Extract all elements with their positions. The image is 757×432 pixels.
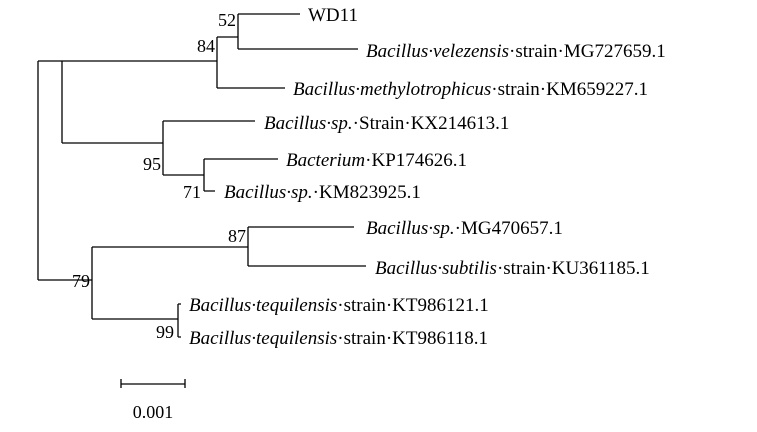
taxon-accession: ·KM823925.1: [313, 182, 421, 203]
taxon-accession: WD11: [308, 5, 358, 26]
taxon-label: Bacillus·methylotrophicus·strain·KM65922…: [293, 79, 648, 100]
taxon-label: Bacillus·sp.·KM823925.1: [224, 182, 421, 203]
scale-bar-label: 0.001: [133, 402, 174, 422]
taxon-name-italic: Bacillus·sp.: [224, 182, 313, 203]
bootstrap-99: 99: [156, 322, 174, 342]
branch-lower-clade: [91, 246, 248, 320]
taxon-accession: ·strain·MG727659.1: [509, 41, 666, 62]
taxon-label: Bacterium·KP174626.1: [286, 150, 467, 171]
taxon-accession: ·strain·KM659227.1: [491, 79, 648, 100]
taxon-accession: ·strain·KT986121.1: [337, 295, 488, 316]
scale-bar-line: [120, 379, 186, 388]
taxon-label: Bacillus·sp.·MG470657.1: [366, 218, 563, 239]
scale-bar: 0.001: [120, 379, 186, 422]
branch-node-71: [203, 158, 278, 192]
taxon-label: Bacillus·subtilis·strain·KU361185.1: [375, 258, 650, 279]
taxon-name-italic: Bacillus·tequilensis: [189, 328, 337, 349]
taxon-name-italic: Bacillus·tequilensis: [189, 295, 337, 316]
tree-branches: [37, 13, 366, 338]
taxon-name-italic: Bacillus·subtilis: [375, 258, 497, 279]
taxon-accession: ·Strain·KX214613.1: [353, 113, 510, 134]
taxon-label: Bacillus·tequilensis·strain·KT986121.1: [189, 295, 489, 316]
taxon-accession: ·MG470657.1: [455, 218, 563, 239]
bootstrap-values: 52 84 95 71 87 79 99: [72, 10, 246, 342]
taxon-name-italic: Bacillus·velezensis: [366, 41, 509, 62]
taxon-name-italic: Bacillus·sp.: [366, 218, 455, 239]
branch-node-95: [162, 120, 255, 176]
taxon-labels: WD11 Bacillus·velezensis·strain·MG727659…: [189, 5, 666, 349]
taxon-label: Bacillus·tequilensis·strain·KT986118.1: [189, 328, 488, 349]
taxon-accession: ·KP174626.1: [365, 150, 467, 171]
branch-node-84: [216, 36, 285, 89]
branch-node-52: [237, 13, 358, 50]
branch-node-99: [177, 303, 181, 338]
taxon-label: WD11: [308, 5, 358, 26]
bootstrap-52: 52: [218, 10, 236, 30]
taxon-name-italic: Bacillus·methylotrophicus: [293, 79, 491, 100]
bootstrap-95: 95: [143, 154, 161, 174]
branch-node-87: [247, 226, 366, 267]
bootstrap-87: 87: [228, 226, 246, 246]
taxon-accession: ·strain·KU361185.1: [497, 258, 650, 279]
taxon-label: Bacillus·velezensis·strain·MG727659.1: [366, 41, 666, 62]
taxon-name-italic: Bacterium: [286, 150, 365, 171]
taxon-label: Bacillus·sp.·Strain·KX214613.1: [264, 113, 509, 134]
bootstrap-71: 71: [183, 182, 201, 202]
bootstrap-84: 84: [197, 36, 215, 56]
branch-upper-clade: [61, 60, 217, 144]
bootstrap-79: 79: [72, 271, 90, 291]
branch-root: [37, 60, 92, 281]
taxon-name-italic: Bacillus·sp.: [264, 113, 353, 134]
taxon-accession: ·strain·KT986118.1: [337, 328, 488, 349]
